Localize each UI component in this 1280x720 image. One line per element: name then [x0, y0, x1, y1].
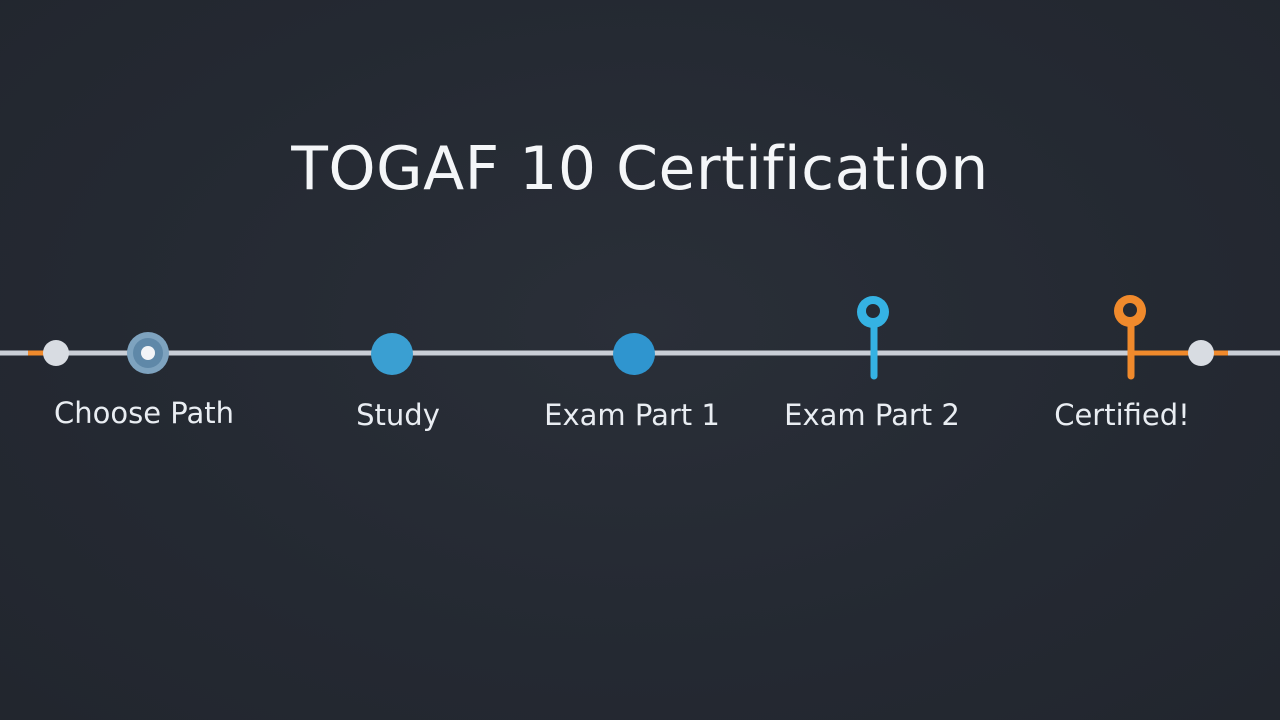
step-label-exam-part-1: Exam Part 1 — [544, 398, 720, 432]
step-label-certified: Certified! — [1054, 398, 1190, 432]
step-marker-exam-part-2[interactable] — [857, 296, 889, 380]
step-marker-study[interactable] — [371, 333, 413, 375]
step-label-study: Study — [356, 398, 440, 432]
page-title: TOGAF 10 Certification — [291, 134, 989, 204]
step-label-exam-part-2: Exam Part 2 — [784, 398, 960, 432]
start-dot — [43, 340, 69, 366]
step-marker-exam-part-1[interactable] — [613, 333, 655, 375]
end-dot — [1188, 340, 1214, 366]
step-marker-choose-path[interactable] — [127, 332, 169, 374]
step-label-choose-path: Choose Path — [54, 396, 234, 430]
step-marker-certified[interactable] — [1114, 295, 1146, 380]
